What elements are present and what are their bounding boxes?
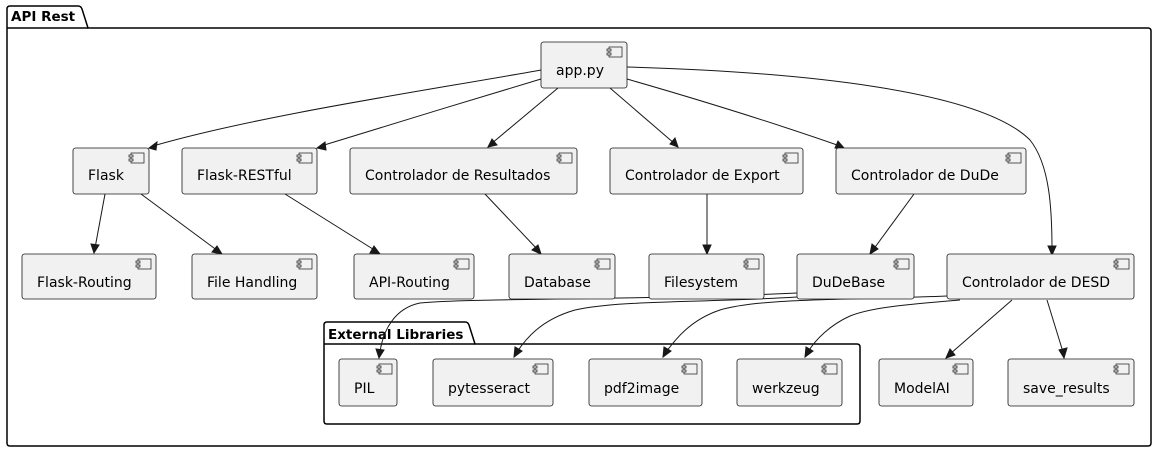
component-icon [128, 152, 145, 164]
edge-app-to-controlador-de-export [609, 87, 679, 148]
component-controlador-de-export[interactable]: Controlador de Export [609, 147, 804, 195]
edge-controlador-de-export-to-filesystem [702, 194, 712, 256]
component-controlador-de-desd[interactable]: Controlador de DESD [946, 253, 1135, 300]
component-controlador-de-resultados[interactable]: Controlador de Resultados [349, 147, 578, 195]
component-app-py[interactable]: app.py [540, 41, 628, 89]
edge-app-to-controlador-de-desd [626, 66, 1057, 257]
edge-app-to-flask-restful [315, 78, 542, 151]
component-pdf2image[interactable]: pdf2image [588, 358, 703, 407]
component-icon [453, 258, 470, 270]
component-pytesseract[interactable]: pytesseract [432, 358, 554, 407]
component-icon [594, 258, 611, 270]
component-icon [893, 258, 910, 270]
component-controlador-de-dude[interactable]: Controlador de DuDe [835, 147, 1027, 195]
component-label: DuDeBase [812, 275, 885, 291]
component-label: API-Routing [369, 275, 450, 291]
component-icon [606, 46, 623, 58]
component-label: Flask [88, 168, 125, 184]
component-icon [782, 152, 799, 164]
component-icon [1113, 258, 1130, 270]
component-icon [681, 363, 698, 375]
component-label: pdf2image [604, 381, 679, 397]
edge-controlador-de-resultados-to-database [484, 193, 542, 255]
edge-controlador-de-desd-to-save-results [1046, 299, 1068, 360]
component-pil[interactable]: PIL [338, 358, 398, 407]
component-flask-routing[interactable]: Flask-Routing [21, 253, 157, 300]
edge-dudebase-to-pytesseract [513, 296, 798, 359]
component-label: File Handling [207, 275, 297, 291]
component-label: Flask-RESTful [197, 168, 292, 184]
component-label: Flask-Routing [37, 275, 132, 291]
component-label: Controlador de Export [625, 168, 780, 184]
components: app.py Flask Flask-RESTful Controlador d… [21, 41, 1135, 407]
component-label: Controlador de DESD [962, 275, 1110, 291]
component-icon [296, 152, 313, 164]
package-external-libraries: External Libraries [323, 321, 861, 425]
component-label: ModelAI [894, 381, 950, 397]
edge-flask-to-file-handling [140, 193, 224, 255]
edge-app-to-controlador-de-dude [626, 78, 846, 149]
edge-app-to-flask [147, 69, 542, 151]
component-flask-restful[interactable]: Flask-RESTful [181, 147, 318, 195]
component-icon [1113, 363, 1130, 375]
component-icon [821, 363, 838, 375]
edge-controlador-de-dude-to-dudebase [869, 193, 915, 256]
edge-flask-to-flask-routing [90, 193, 106, 255]
dependency-edges [90, 66, 1068, 360]
edge-controlador-de-desd-to-werkzeug [804, 299, 961, 359]
component-file-handling[interactable]: File Handling [191, 253, 318, 300]
component-save-results[interactable]: save_results [1007, 358, 1135, 407]
component-icon [296, 258, 313, 270]
component-filesystem[interactable]: Filesystem [648, 253, 765, 300]
package-api-rest: API Rest [6, 5, 1152, 447]
edge-app-to-controlador-de-resultados [487, 87, 559, 148]
component-icon [135, 258, 152, 270]
component-label: pytesseract [448, 381, 531, 397]
component-label: save_results [1023, 381, 1110, 397]
component-database[interactable]: Database [508, 253, 616, 300]
component-label: Controlador de DuDe [851, 168, 999, 184]
component-modelai[interactable]: ModelAI [878, 358, 974, 407]
package-api-rest-label: API Rest [11, 9, 76, 25]
edge-flask-restful-to-api-routing [284, 193, 382, 255]
component-icon [743, 258, 760, 270]
component-label: Filesystem [664, 275, 738, 291]
component-label: werkzeug [752, 381, 820, 397]
component-flask[interactable]: Flask [72, 147, 150, 195]
edge-controlador-de-desd-to-modelai [945, 299, 1013, 359]
component-icon [532, 363, 549, 375]
component-icon [952, 363, 969, 375]
component-icon [1005, 152, 1022, 164]
component-dudebase[interactable]: DuDeBase [796, 253, 915, 300]
component-label: app.py [556, 63, 604, 79]
component-werkzeug[interactable]: werkzeug [736, 358, 843, 407]
component-api-routing[interactable]: API-Routing [353, 253, 475, 300]
component-icon [376, 363, 393, 375]
component-label: PIL [354, 381, 375, 397]
component-label: Database [524, 275, 591, 291]
component-icon [556, 152, 573, 164]
component-label: Controlador de Resultados [365, 168, 550, 184]
package-external-libraries-label: External Libraries [328, 327, 463, 343]
edge-dudebase-to-pil [375, 292, 798, 360]
